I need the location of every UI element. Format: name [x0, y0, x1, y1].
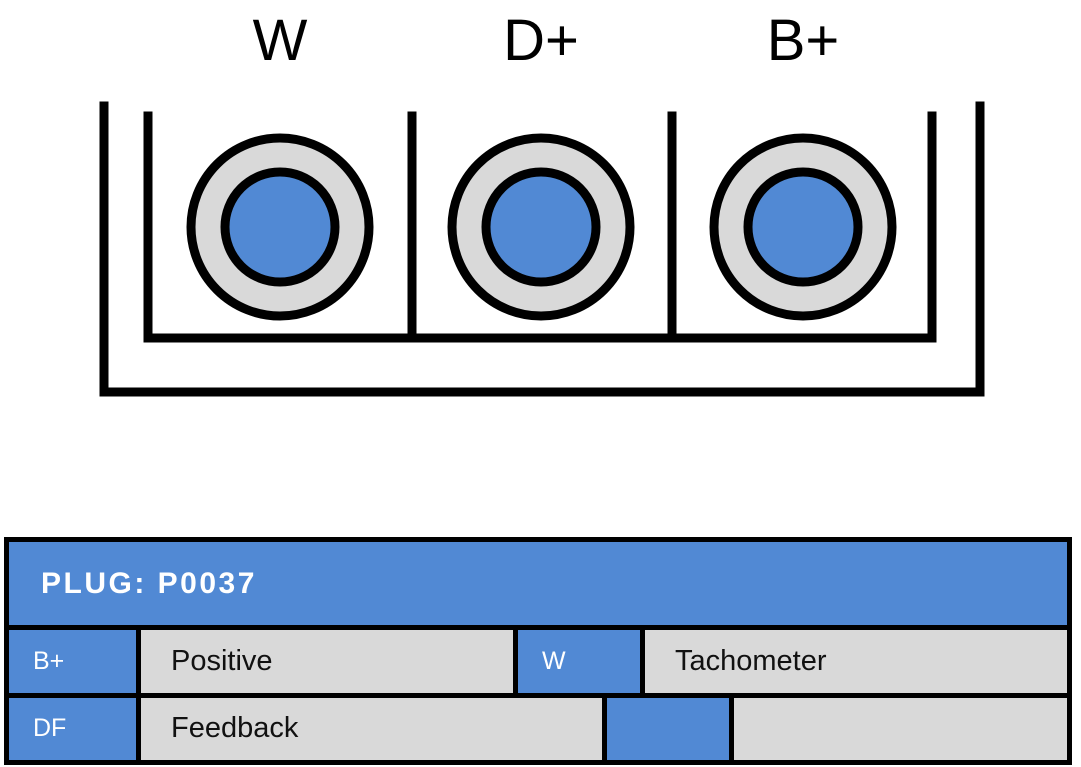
- pin-description-w: Tachometer: [640, 630, 1067, 693]
- table-row: B+ Positive W Tachometer: [9, 630, 1067, 693]
- pinout-table-header: PLUG: P0037: [9, 542, 1067, 630]
- terminal-label-b-plus: B+: [767, 8, 840, 73]
- pinout-table: PLUG: P0037 B+ Positive W Tachometer DF …: [4, 537, 1072, 765]
- pin-description-b-plus: Positive: [136, 630, 514, 693]
- terminal-socket-w: [186, 133, 374, 321]
- terminal-label-d-plus: D+: [503, 8, 579, 73]
- terminal-socket-d-plus: [447, 133, 635, 321]
- connector-diagram: W D+ B+: [99, 8, 985, 397]
- terminal-w-pin: [220, 167, 340, 287]
- pin-label-b-plus: B+: [9, 630, 136, 693]
- table-row: DF Feedback: [9, 692, 1068, 760]
- pin-label-empty: [601, 697, 729, 760]
- terminal-b-plus-pin: [743, 167, 863, 287]
- housing-inner-bracket: [143, 111, 937, 343]
- connector-diagram-svg: W D+ B+: [99, 8, 985, 397]
- plug-id-title: PLUG: P0037: [41, 566, 257, 600]
- terminal-socket-b-plus: [709, 133, 897, 321]
- pin-description-df: Feedback: [136, 697, 602, 760]
- pin-description-empty: [728, 697, 1068, 760]
- pin-label-w: W: [513, 630, 641, 693]
- housing-outer-bracket: [99, 101, 985, 397]
- terminal-label-w: W: [253, 8, 308, 73]
- terminal-d-plus-pin: [481, 167, 601, 287]
- pin-label-df: DF: [9, 697, 136, 760]
